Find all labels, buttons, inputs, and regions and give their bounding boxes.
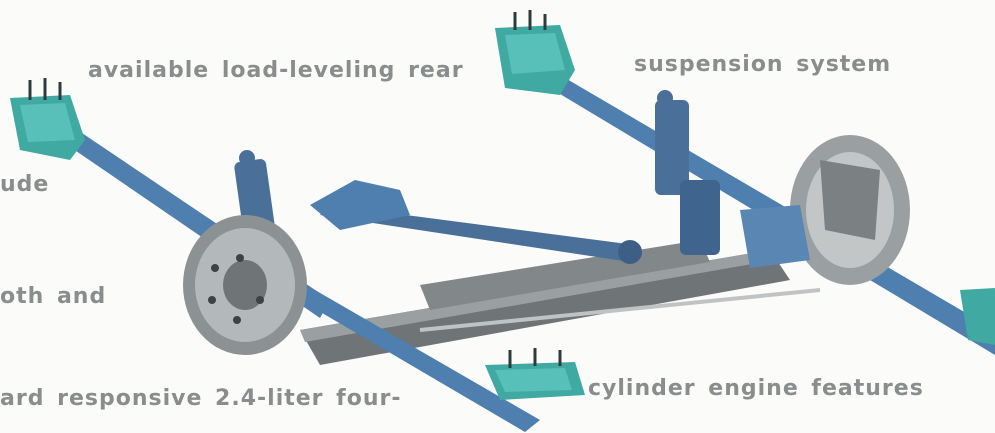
caption-line-3: ude	[0, 172, 50, 197]
axle-beam	[300, 240, 821, 365]
caption-line-2: suspension system	[634, 52, 892, 77]
bracket-top-left	[10, 78, 85, 160]
bracket-top-right	[495, 10, 575, 95]
caption-line-1: available load-leveling rear	[88, 58, 464, 83]
left-brake-disc	[183, 215, 307, 355]
caption-line-6: cylinder engine features	[588, 376, 924, 401]
bracket-bottom-center	[485, 348, 585, 400]
bracket-right-edge	[960, 288, 995, 345]
caption-line-5: ard responsive 2.4-liter four-	[0, 386, 402, 411]
caption-line-4: oth and	[0, 284, 107, 309]
right-shock	[655, 90, 720, 255]
right-brake-disc	[790, 135, 910, 285]
lateral-link	[310, 180, 642, 264]
axle-bracket-right	[740, 205, 810, 268]
